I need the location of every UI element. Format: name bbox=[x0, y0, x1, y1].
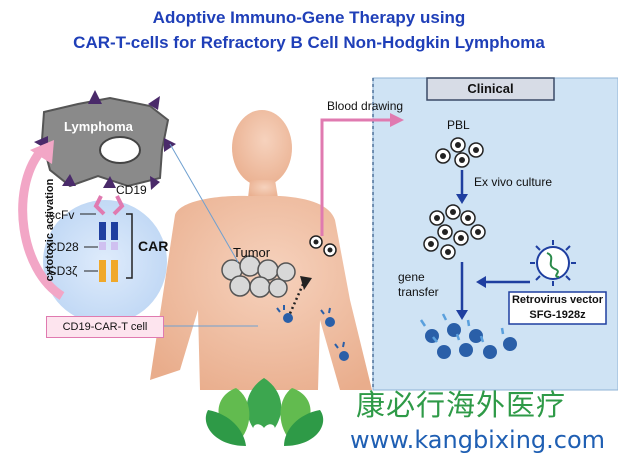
sfg-label: SFG-1928z bbox=[529, 309, 586, 321]
gene-label: gene bbox=[398, 270, 425, 284]
kangbixing-logo bbox=[205, 378, 324, 446]
tumor-label: Tumor bbox=[233, 245, 271, 260]
cytotoxic-activation-arrow bbox=[18, 149, 65, 300]
retrovirus-particle bbox=[530, 240, 576, 286]
cd19-car-t-cell-label: CD19-CAR-T cell bbox=[46, 316, 164, 338]
clinical-header: Clinical bbox=[467, 81, 514, 96]
lymphoma-label: Lymphoma bbox=[64, 119, 133, 134]
title-line-2: CAR-T-cells for Refractory B Cell Non-Ho… bbox=[73, 33, 545, 52]
clinical-header-box bbox=[426, 77, 555, 101]
cd28-label: CD28 bbox=[48, 240, 79, 254]
transfer-label: transfer bbox=[398, 285, 439, 299]
cd3z-label: CD3ζ bbox=[48, 264, 78, 278]
car-label: CAR bbox=[138, 238, 169, 254]
cultured-cells bbox=[423, 204, 486, 260]
retrovirus-vector-box bbox=[508, 291, 607, 325]
lymphoma-cell bbox=[34, 90, 176, 190]
title-line-1: Adoptive Immuno-Gene Therapy using bbox=[152, 8, 466, 27]
clinical-panel bbox=[372, 77, 618, 391]
car-structure bbox=[80, 195, 133, 282]
cd19-label: CD19 bbox=[116, 183, 147, 197]
tumor-cluster bbox=[221, 255, 296, 298]
pbl-label: PBL bbox=[447, 118, 470, 132]
blood-drawing-arrow bbox=[320, 118, 392, 236]
ex-vivo-culture-label: Ex vivo culture bbox=[474, 175, 553, 189]
scfv-label: scFv bbox=[49, 208, 75, 222]
pbl-cells bbox=[435, 137, 484, 168]
blood-drawing-label: Blood drawing bbox=[327, 99, 404, 113]
watermark-chinese: 康必行海外医疗 bbox=[356, 388, 567, 422]
car-t-cells-in-body bbox=[276, 235, 349, 361]
watermark-url: www.kangbixing.com bbox=[350, 426, 606, 454]
retrovirus-vector-label: Retrovirus vector bbox=[511, 294, 604, 306]
car-t-cells-bottom bbox=[419, 313, 517, 359]
